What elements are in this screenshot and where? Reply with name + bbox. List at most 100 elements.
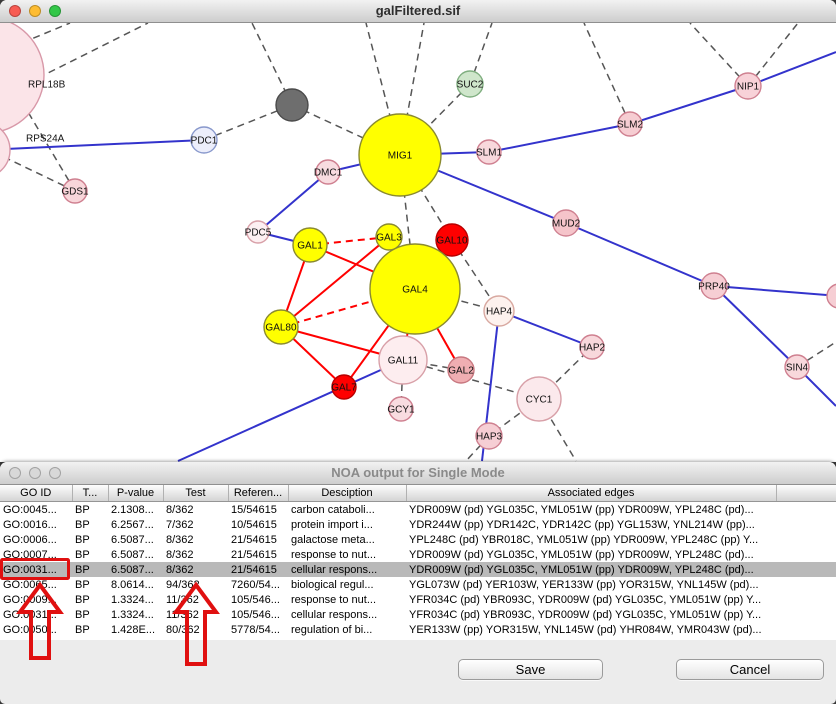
column-header-p-value[interactable]: P-value	[108, 485, 164, 502]
graph-edge[interactable]	[280, 236, 390, 328]
graph-node-gal2[interactable]	[447, 356, 475, 384]
minimize-button[interactable]	[29, 5, 41, 17]
column-header-referen[interactable]: Referen...	[228, 485, 289, 502]
table-cell: GO:0031...	[3, 608, 57, 621]
table-cell: BP	[75, 578, 90, 591]
table-cell: GO:0065...	[3, 578, 57, 591]
graph-node-mud2[interactable]	[552, 209, 580, 237]
graph-node-label: DMC1	[314, 168, 343, 179]
graph-node-slm2[interactable]	[617, 111, 643, 137]
graph-edge[interactable]	[796, 341, 836, 368]
table-cell: GO:0045...	[3, 503, 57, 516]
network-canvas[interactable]: RPL18BRPS24AGDS1PDC1DMC1MIG1SUC2SLM1SLM2…	[0, 23, 836, 462]
graph-edge[interactable]	[37, 23, 149, 79]
table-cell: 8.0614...	[111, 578, 154, 591]
column-header-associated-edges[interactable]: Associated edges	[406, 485, 777, 502]
table-cell: YFR034C (pd) YBR093C, YDR009W (pd) YGL03…	[409, 593, 762, 606]
graph-node-gal11[interactable]	[378, 335, 428, 385]
graph-node-gal1[interactable]	[292, 227, 328, 263]
graph-edge[interactable]	[399, 83, 471, 156]
graph-node-rpl18b[interactable]	[0, 23, 45, 133]
graph-node-label: GDS1	[61, 187, 89, 198]
graph-node-prp40[interactable]	[700, 272, 728, 300]
network-window-titlebar[interactable]: galFiltered.sif	[0, 0, 836, 23]
table-cell: carbon cataboli...	[291, 503, 375, 516]
graph-node-gal7[interactable]	[331, 374, 357, 400]
graph-node-gal80[interactable]	[263, 309, 299, 345]
graph-node-hap3[interactable]	[475, 422, 503, 450]
graph-node-mig1[interactable]	[358, 113, 442, 197]
column-header-filler[interactable]	[776, 485, 836, 502]
graph-edge[interactable]	[747, 51, 836, 87]
table-cell	[776, 562, 836, 577]
close-button[interactable]	[9, 467, 21, 479]
graph-node-hap2[interactable]	[579, 334, 605, 360]
graph-node-label: MUD2	[552, 219, 581, 230]
graph-edge[interactable]	[5, 157, 76, 192]
graph-edge[interactable]	[399, 23, 425, 156]
graph-edge[interactable]	[488, 123, 631, 153]
graph-edge[interactable]	[365, 23, 401, 156]
column-header-desciption[interactable]: Desciption	[288, 485, 407, 502]
table-cell: 7/362	[166, 518, 194, 531]
graph-node-label: NIP1	[737, 82, 760, 93]
graph-edge[interactable]	[0, 139, 205, 151]
table-cell: galactose meta...	[291, 533, 375, 546]
column-header-test[interactable]: Test	[163, 485, 229, 502]
graph-edge[interactable]	[27, 111, 76, 192]
graph-node-gal4[interactable]	[369, 243, 461, 335]
noa-window-titlebar[interactable]: NOA output for Single Mode	[0, 462, 836, 485]
zoom-button[interactable]	[49, 5, 61, 17]
graph-node-gcy1[interactable]	[388, 396, 414, 422]
save-button[interactable]: Save	[458, 659, 603, 680]
graph-node-nip1[interactable]	[734, 72, 762, 100]
column-header-go-id[interactable]: GO ID	[0, 485, 73, 502]
column-header-t[interactable]: T...	[72, 485, 109, 502]
table-cell: response to nut...	[291, 548, 376, 561]
graph-node-rps24a[interactable]	[0, 122, 11, 178]
graph-edge[interactable]	[177, 359, 404, 462]
graph-node-label: GAL1	[297, 241, 323, 252]
graph-edge[interactable]	[689, 23, 749, 87]
graph-edge[interactable]	[629, 85, 749, 125]
graph-edge[interactable]	[583, 23, 631, 125]
table-cell: GO:0006...	[3, 533, 57, 546]
graph-node[interactable]	[275, 88, 309, 122]
graph-node-pdc5[interactable]	[246, 220, 270, 244]
graph-edge[interactable]	[498, 310, 593, 348]
graph-node-suc2[interactable]	[456, 70, 484, 98]
zoom-button[interactable]	[49, 467, 61, 479]
table-cell	[776, 622, 836, 637]
graph-node-gal10[interactable]	[435, 223, 469, 257]
minimize-button[interactable]	[29, 467, 41, 479]
graph-edge[interactable]	[257, 171, 329, 233]
graph-node-gds1[interactable]	[62, 178, 88, 204]
table-cell: 8/362	[166, 548, 194, 561]
graph-node-pdc1[interactable]	[190, 126, 218, 154]
graph-node-cyc1[interactable]	[516, 376, 562, 422]
graph-node-gal3[interactable]	[375, 223, 403, 251]
graph-node-hap4[interactable]	[483, 295, 515, 327]
graph-node-sin4[interactable]	[784, 354, 810, 380]
close-button[interactable]	[9, 5, 21, 17]
graph-edge[interactable]	[713, 285, 798, 368]
cancel-button[interactable]: Cancel	[676, 659, 824, 680]
graph-edge[interactable]	[713, 285, 836, 297]
graph-node-slm1[interactable]	[476, 139, 502, 165]
graph-node-dmc1[interactable]	[315, 159, 341, 185]
graph-edge[interactable]	[469, 23, 493, 85]
graph-edge[interactable]	[565, 222, 715, 287]
graph-node[interactable]	[826, 283, 836, 309]
